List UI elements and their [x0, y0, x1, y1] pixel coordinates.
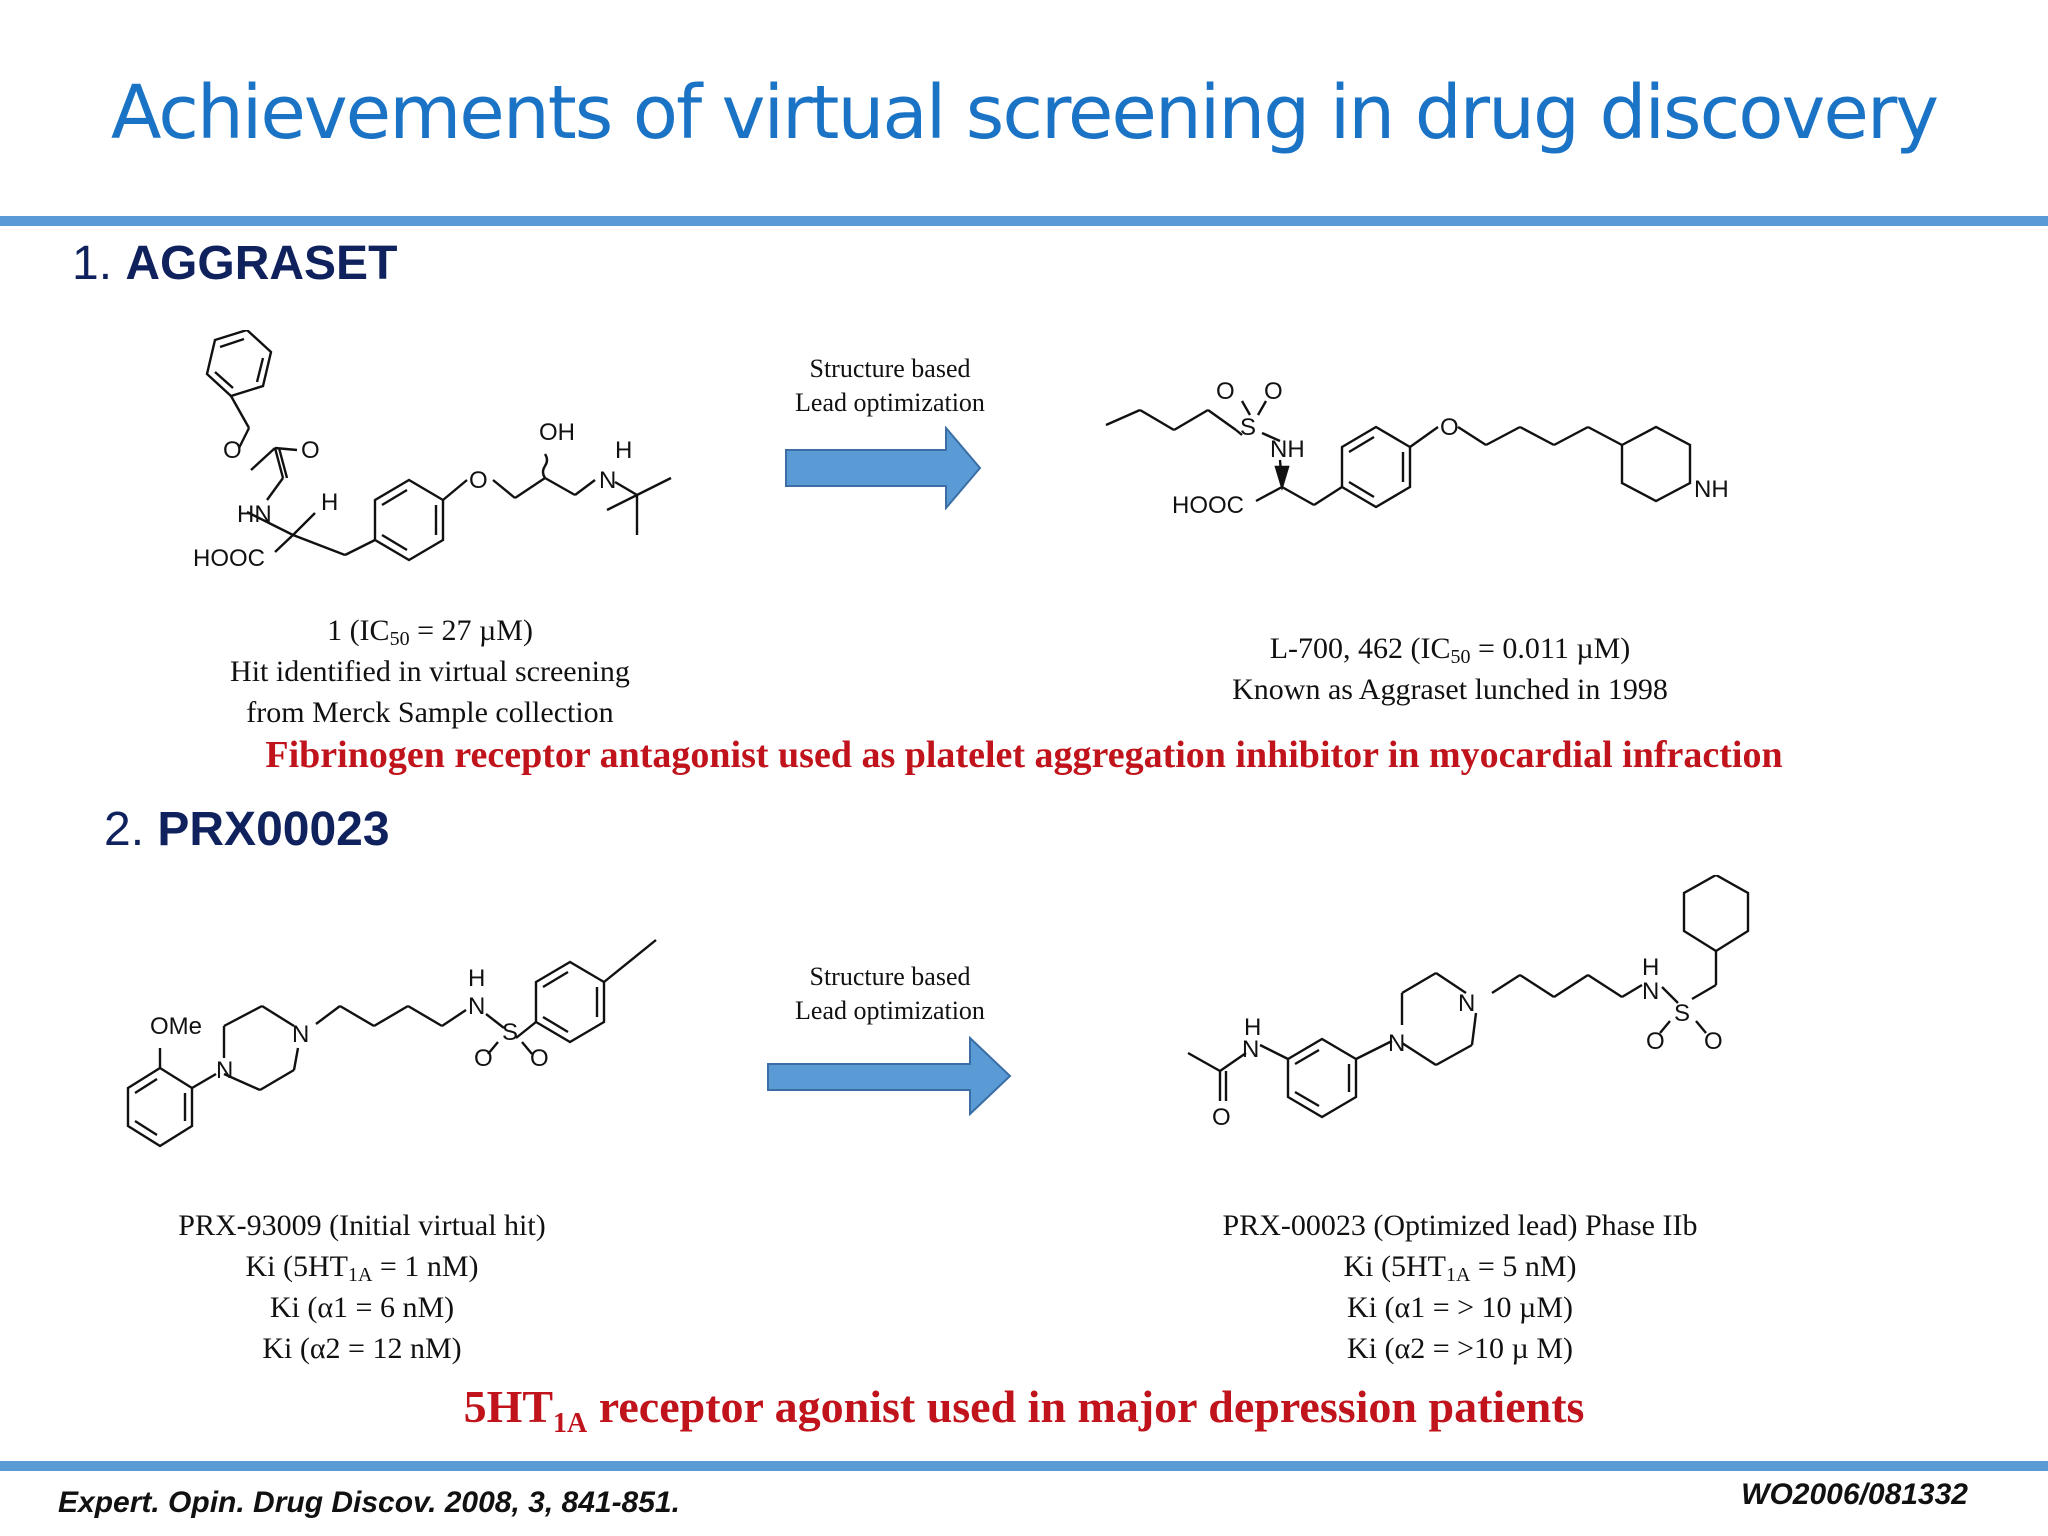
section-2-summary: 5HT1A receptor agonist used in major dep… [463, 1381, 1585, 1439]
arrow-1-label-line1: Structure based [809, 354, 971, 383]
arrow-1-label-line2: Lead optimization [795, 388, 985, 417]
arrow-1-icon [785, 425, 982, 511]
hit2-atom-o2: O [530, 1045, 549, 1072]
hit-caption-1: 1 (IC50 = 27 µM) Hit identified in virtu… [230, 614, 630, 729]
hit2-atom-h: H [468, 965, 485, 992]
section-2-heading: 2. PRX00023 [104, 802, 390, 857]
lead-structure-2: H N O N N H N S O O [1180, 875, 1780, 1135]
hit1-atom-h: H [321, 489, 338, 516]
section-1-name: AGGRASET [125, 237, 398, 290]
hit1-atom-h2: H [615, 437, 632, 464]
hit1-atom-o2: O [301, 437, 320, 464]
lead-structure-1: O O S NH HOOC O NH [1100, 375, 1740, 535]
lead2-atom-n3: N [1458, 990, 1475, 1017]
lead2-atom-o3: O [1704, 1028, 1723, 1055]
hit2-atom-o1: O [474, 1045, 493, 1072]
lead1-atom-o3: O [1440, 414, 1459, 441]
arrow-2-label-line2: Lead optimization [795, 996, 985, 1025]
arrow-2-icon [767, 1035, 1012, 1117]
hit1-atom-hn: HN [237, 501, 272, 528]
section-1-heading: 1. AGGRASET [72, 236, 397, 291]
top-divider [0, 216, 2048, 226]
hit-structure-1: O O HN H HOOC O OH H N [175, 330, 715, 580]
hit-caption-2: PRX-93009 (Initial virtual hit) Ki (5HT1… [178, 1209, 546, 1365]
section-1-summary: Fibrinogen receptor antagonist used as p… [265, 734, 1783, 776]
section-2-number: 2. [104, 803, 145, 856]
citation-journal: Expert. Opin. Drug Discov. 2008, 3, 841-… [58, 1486, 680, 1519]
lead2-atom-h2: H [1642, 954, 1659, 981]
hit1-atom-n: N [599, 467, 616, 494]
lead2-atom-s: S [1674, 1000, 1690, 1027]
hit2-atom-n3: N [468, 993, 485, 1020]
hit1-atom-oh: OH [539, 419, 575, 446]
lead2-atom-o1: O [1212, 1104, 1231, 1131]
section-2-name: PRX00023 [157, 803, 390, 856]
hit1-atom-hooc: HOOC [193, 545, 265, 572]
lead1-atom-o1: O [1216, 378, 1235, 405]
lead-caption-1: L-700, 462 (IC50 = 0.011 µM) Known as Ag… [1232, 632, 1668, 706]
arrow-block-2: Structure based Lead optimization [760, 960, 1020, 1123]
hit2-atom-n2: N [292, 1021, 309, 1048]
citation-patent: WO2006/081332 [1741, 1478, 1968, 1511]
hit2-atom-ome: OMe [150, 1013, 202, 1040]
arrow-2-label-line1: Structure based [809, 962, 971, 991]
lead2-atom-o2: O [1646, 1028, 1665, 1055]
arrow-block-1: Structure based Lead optimization [770, 352, 1010, 515]
lead1-atom-s: S [1240, 414, 1256, 441]
hit-structure-2: OMe N N H N S O O [120, 930, 680, 1160]
hit2-atom-n1: N [216, 1057, 233, 1084]
lead1-atom-nh: NH [1270, 436, 1305, 463]
slide-title: Achievements of virtual screening in dru… [110, 70, 1939, 156]
lead2-atom-n1: N [1242, 1036, 1259, 1063]
hit1-atom-o3: O [469, 467, 488, 494]
lead1-atom-o2: O [1264, 378, 1283, 405]
lead1-atom-hooc: HOOC [1172, 492, 1244, 519]
hit1-atom-o1: O [223, 437, 242, 464]
lead2-atom-n4: N [1642, 978, 1659, 1005]
lead2-atom-n2: N [1388, 1030, 1405, 1057]
section-1-number: 1. [72, 237, 113, 290]
lead2-atom-h1: H [1244, 1014, 1261, 1041]
hit2-atom-s: S [502, 1019, 518, 1046]
lead1-atom-nh2: NH [1694, 476, 1729, 503]
lead-caption-2: PRX-00023 (Optimized lead) Phase IIb Ki … [1222, 1209, 1698, 1365]
bottom-divider [0, 1461, 2048, 1471]
